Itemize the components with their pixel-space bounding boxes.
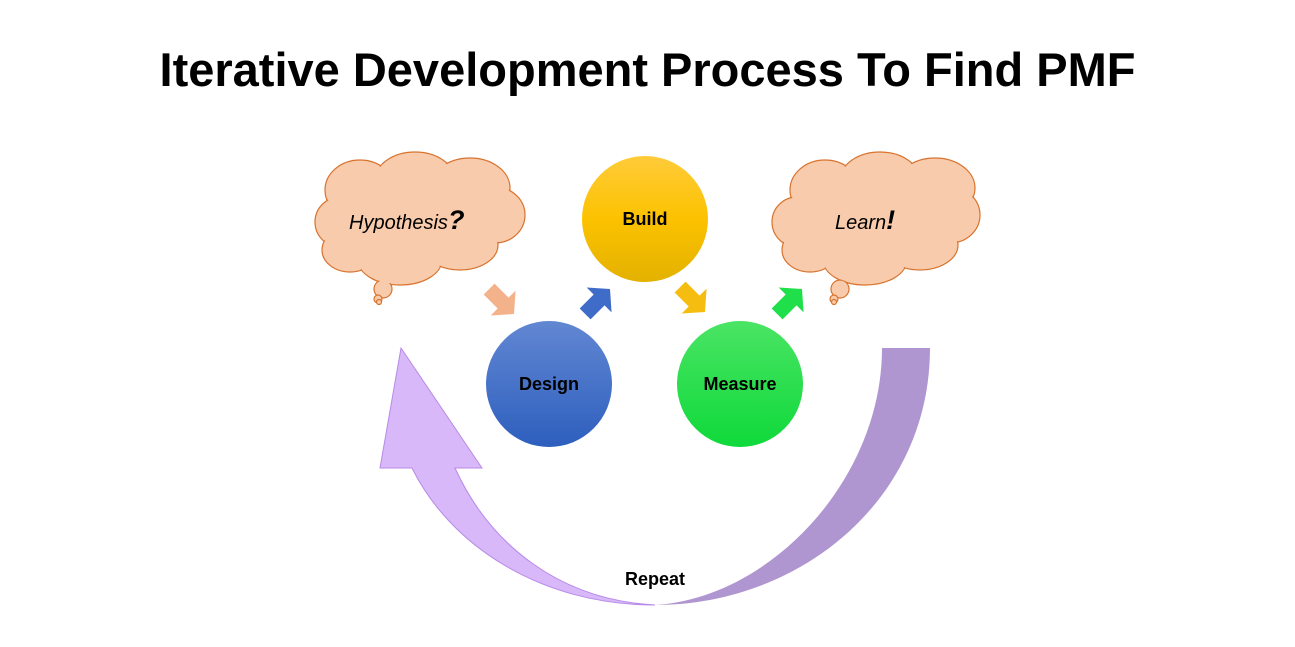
- measure-label: Measure: [703, 374, 776, 394]
- learn-label: Learn!: [835, 205, 895, 235]
- build-circle: [582, 156, 708, 282]
- hypothesis-label: Hypothesis?: [349, 205, 464, 235]
- repeat-label: Repeat: [625, 569, 685, 589]
- arrow-build-to-measure: [674, 281, 707, 314]
- design-circle: [486, 321, 612, 447]
- hypothesis-cloud: [314, 151, 526, 306]
- repeat-arrow: [379, 346, 930, 606]
- measure-circle: [677, 321, 803, 447]
- page-title: Iterative Development Process To Find PM…: [159, 43, 1136, 96]
- learn-cloud: [771, 151, 981, 306]
- arrow-design-to-build: [579, 287, 612, 320]
- build-label: Build: [623, 209, 668, 229]
- design-label: Design: [519, 374, 579, 394]
- arrow-hypothesis-to-design: [483, 283, 516, 316]
- arrow-measure-to-learn: [771, 287, 804, 320]
